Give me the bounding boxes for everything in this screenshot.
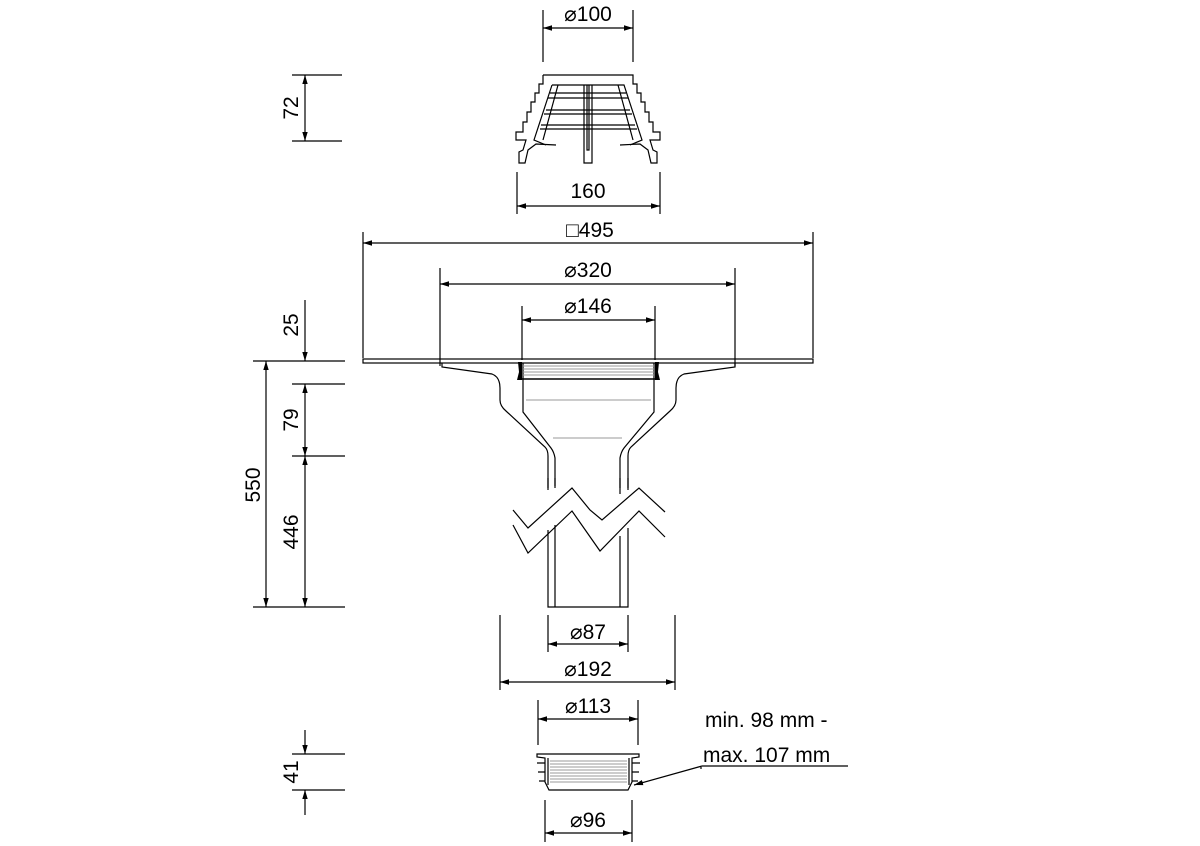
dim-total-height: 550 bbox=[242, 467, 265, 502]
insert-drawing bbox=[536, 753, 640, 791]
dim-neck-height: 79 bbox=[280, 408, 303, 431]
dim-body-diameter: ⌀146 bbox=[564, 295, 612, 318]
dim-grate-height: 72 bbox=[280, 96, 303, 119]
note-line-2: max. 107 mm bbox=[703, 744, 830, 767]
dimension-lines bbox=[253, 10, 848, 842]
dim-outer-diameter: ⌀192 bbox=[564, 658, 612, 681]
dim-insert-top-diameter: ⌀113 bbox=[565, 695, 611, 718]
dim-flange-square: □495 bbox=[566, 219, 614, 242]
dim-insert-bottom-diameter: ⌀96 bbox=[570, 809, 606, 832]
note-line-1: min. 98 mm - bbox=[705, 709, 828, 732]
dim-pipe-length: 446 bbox=[280, 514, 303, 549]
dim-grate-base-width: 160 bbox=[570, 180, 605, 203]
drain-body-drawing bbox=[362, 358, 814, 608]
dim-pipe-diameter: ⌀87 bbox=[570, 621, 606, 644]
dim-flange-thickness: 25 bbox=[280, 313, 303, 336]
dim-flange-diameter: ⌀320 bbox=[564, 259, 612, 282]
dim-grate-diameter: ⌀100 bbox=[564, 3, 612, 26]
grate-drawing bbox=[515, 74, 661, 164]
dim-insert-height: 41 bbox=[280, 760, 303, 783]
